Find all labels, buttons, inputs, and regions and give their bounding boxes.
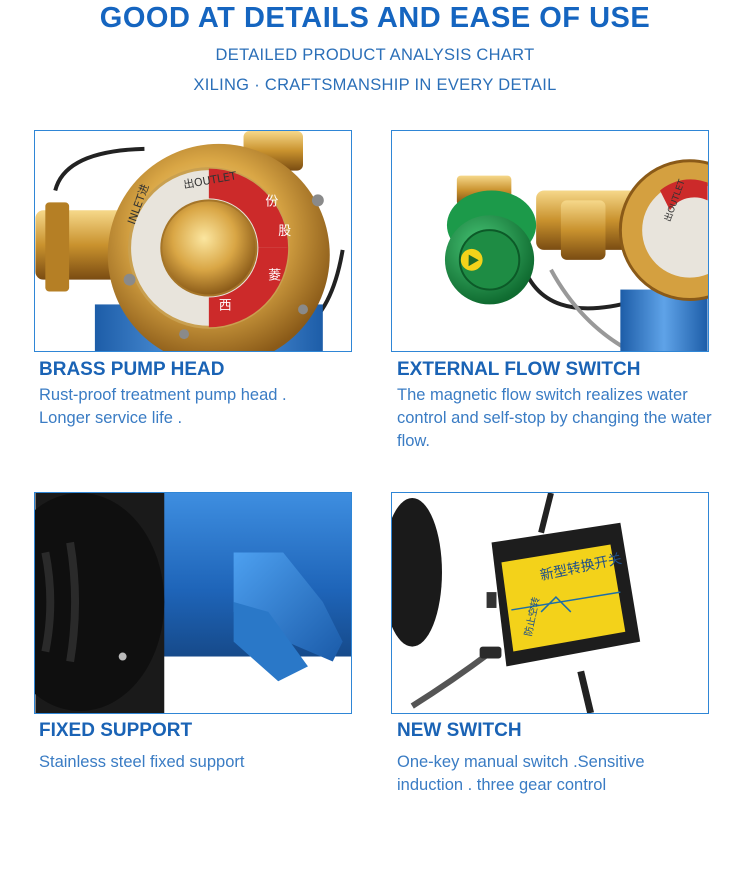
card-desc-fixed-support: Stainless steel fixed support	[39, 753, 245, 771]
page-subtitle: DETAILED PRODUCT ANALYSIS CHART	[215, 46, 535, 64]
card-title-new-switch: NEW SWITCH	[397, 720, 522, 741]
new-switch-photo: 新型转换开关 防止空转	[391, 492, 709, 714]
brand-char-2: 菱	[268, 269, 281, 284]
page-title: GOOD AT DETAILS AND EASE OF USE	[99, 2, 651, 34]
brand-char-1: 西	[219, 298, 232, 313]
card-desc-external-flow-switch: The magnetic flow switch realizes water …	[397, 386, 712, 450]
fixed-support-photo	[34, 492, 352, 714]
card-title-brass-pump-head: BRASS PUMP HEAD	[39, 359, 225, 380]
card-title-external-flow-switch: EXTERNAL FLOW SWITCH	[397, 359, 641, 380]
card-desc-brass-pump-head: Rust-proof treatment pump head . Longer …	[39, 386, 287, 427]
card-title-fixed-support: FIXED SUPPORT	[39, 720, 193, 741]
brand-char-3: 股	[278, 224, 291, 239]
card-desc-new-switch: One-key manual switch .Sensitive inducti…	[397, 753, 645, 794]
external-flow-switch-photo: 出OUTLET	[391, 130, 709, 352]
brand-char-4: 份	[265, 194, 278, 209]
brass-pump-head-photo: 出OUTLET INLET进 份 股 菱 西	[34, 130, 352, 352]
page-tagline: XILING · CRAFTSMANSHIP IN EVERY DETAIL	[193, 76, 557, 94]
